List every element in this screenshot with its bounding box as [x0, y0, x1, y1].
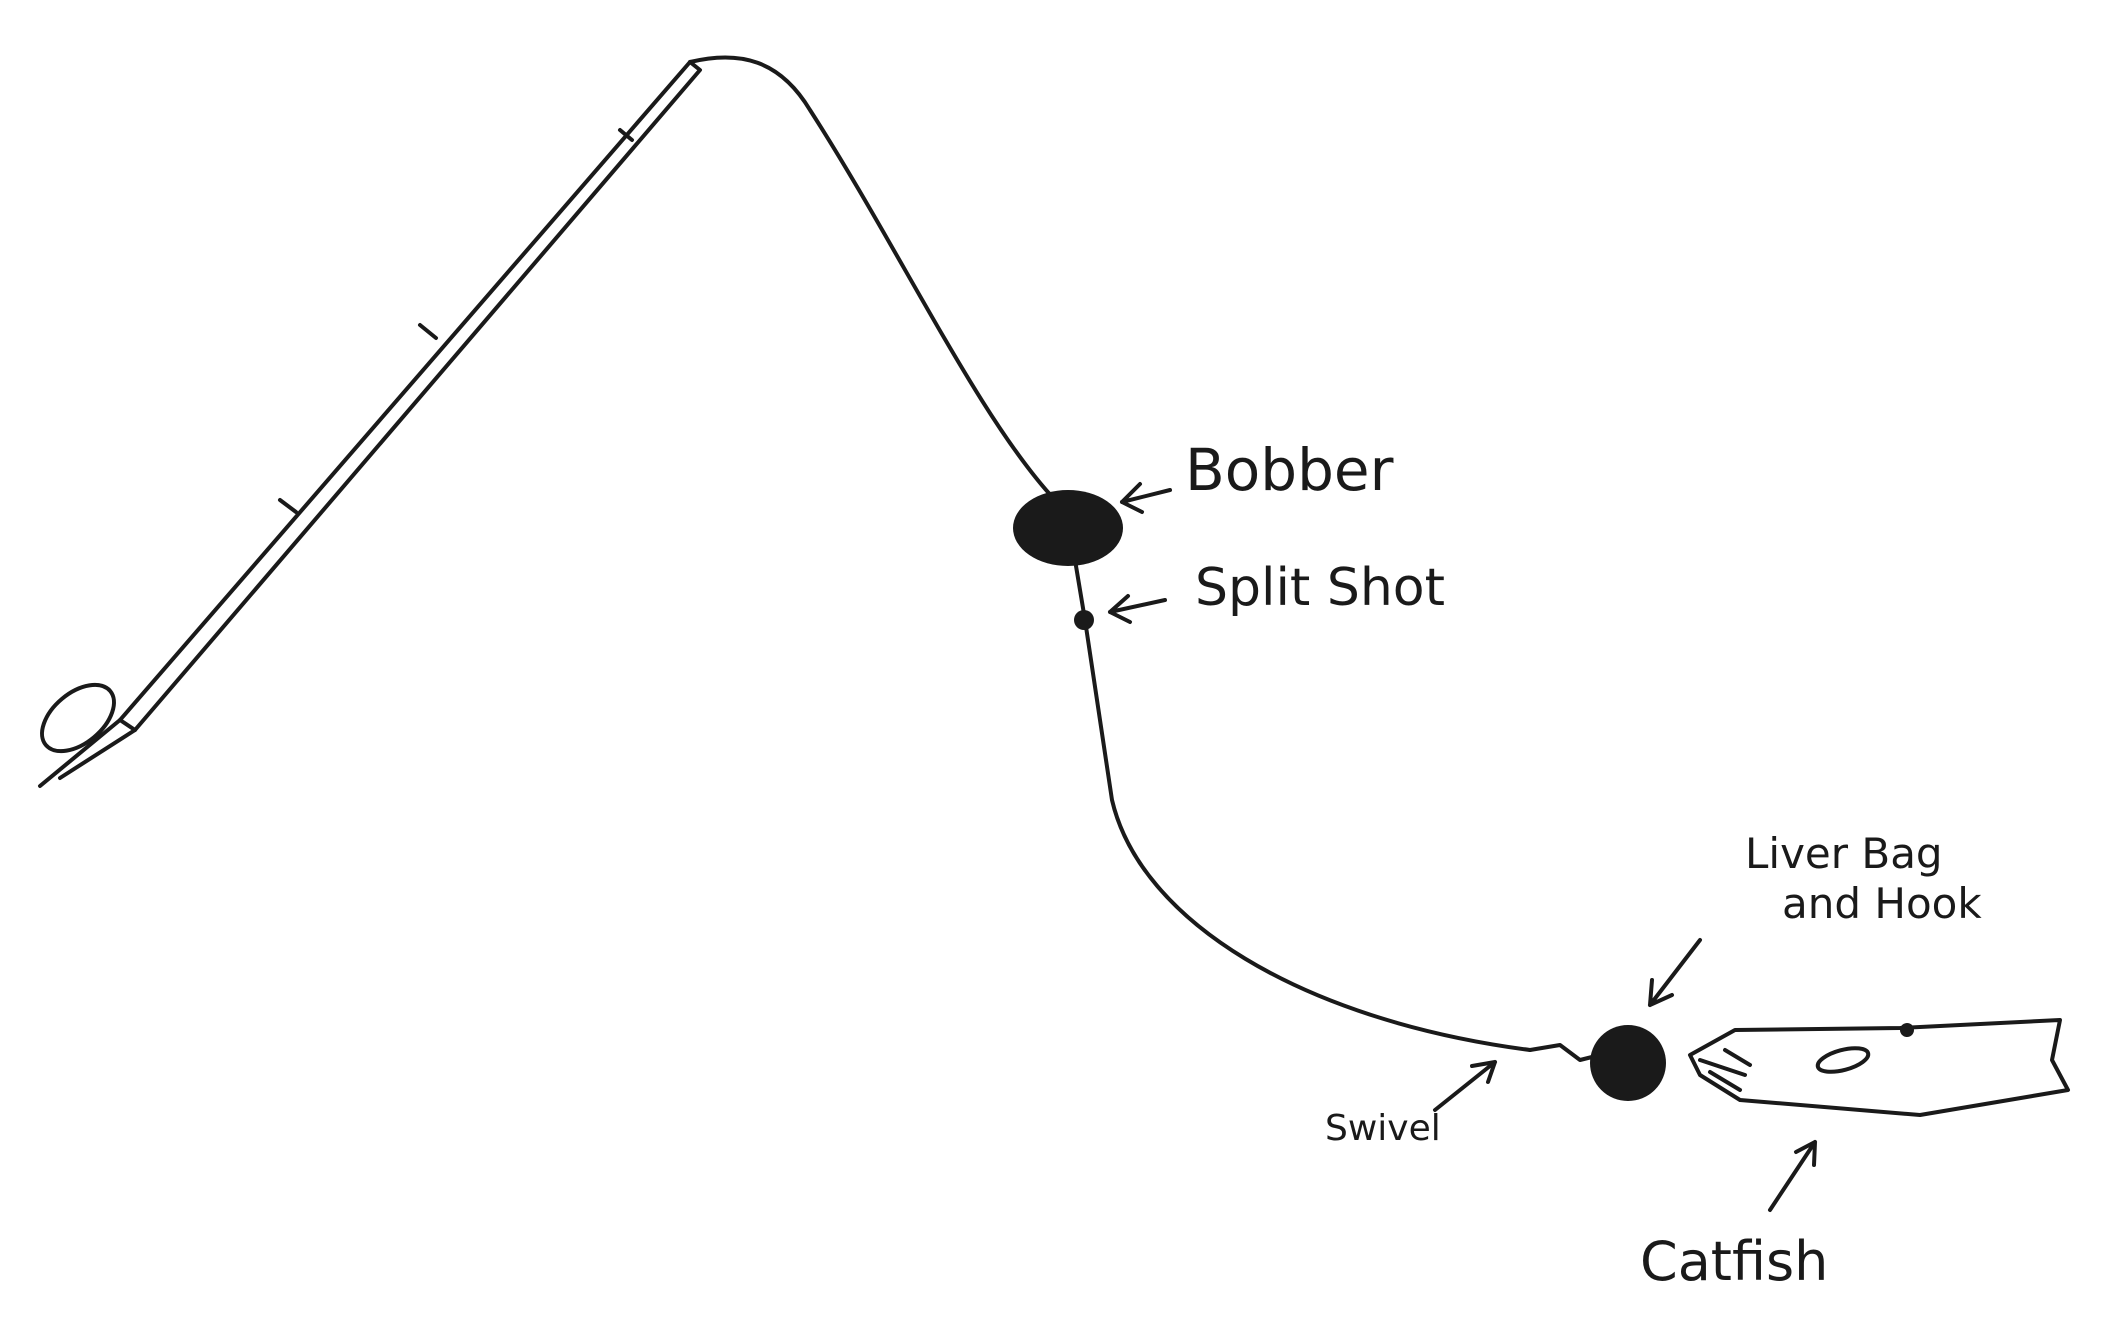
label-liver-bag: Liver Bag [1745, 829, 1943, 878]
rod-handle [40, 682, 116, 754]
catfish [1688, 1018, 2070, 1117]
label-split-shot: Split Shot [1195, 558, 1445, 618]
fishing-line [688, 55, 1532, 1052]
swivel [1528, 1043, 1602, 1062]
arrows [1108, 482, 1817, 1212]
label-and-hook: and Hook [1782, 879, 1982, 928]
label-bobber: Bobber [1185, 436, 1394, 504]
liver-bag-and-hook [1590, 1025, 1666, 1101]
label-swivel: Swivel [1325, 1108, 1441, 1149]
fishing-rod [38, 60, 702, 788]
split-shot [1074, 610, 1094, 630]
bobber [1013, 490, 1123, 566]
label-catfish: Catfish [1640, 1230, 1828, 1293]
